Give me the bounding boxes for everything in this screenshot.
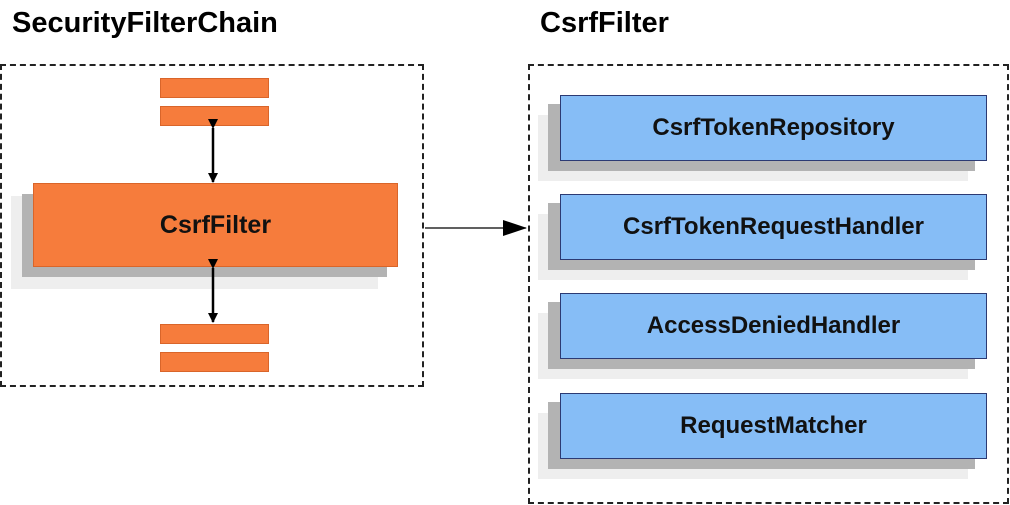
csrf-token-request-handler-box: CsrfTokenRequestHandler [560,194,987,260]
security-filter-chain-container [0,64,424,387]
security-filter-chain-title: SecurityFilterChain [12,7,278,39]
filter-bar-top-1 [160,78,269,98]
access-denied-handler-box: AccessDeniedHandler [560,293,987,359]
filter-bar-bottom-1 [160,324,269,344]
csrf-token-repository-box: CsrfTokenRepository [560,95,987,161]
csrf-filter-block: CsrfFilter [33,183,398,267]
csrf-filter-title: CsrfFilter [540,7,669,39]
filter-bar-bottom-2 [160,352,269,372]
csrf-filter-container [528,64,1009,504]
request-matcher-box: RequestMatcher [560,393,987,459]
